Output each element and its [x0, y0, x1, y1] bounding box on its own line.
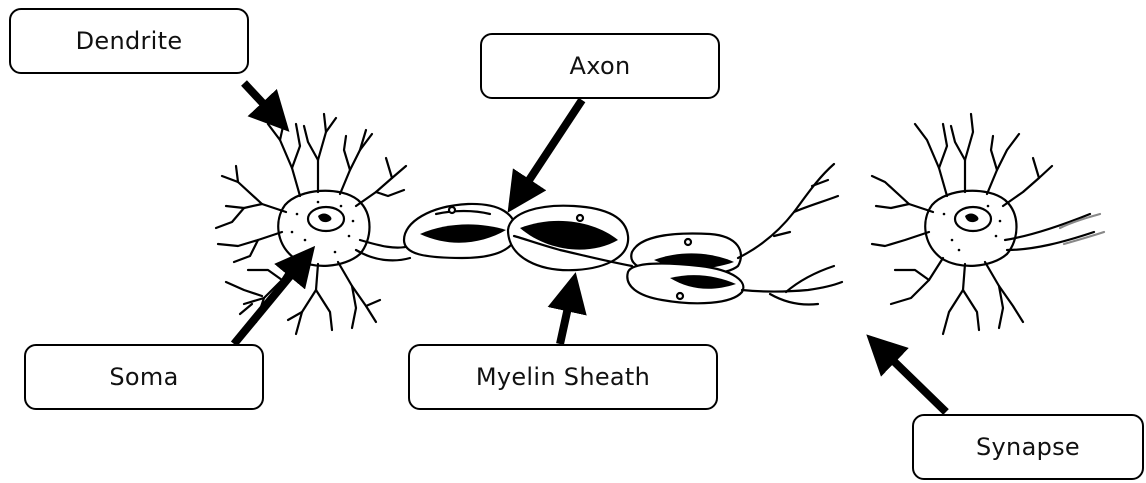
axon-terminal-upper — [738, 164, 834, 258]
arrow-soma — [234, 252, 310, 344]
label-axon: Axon — [480, 33, 720, 99]
axon — [356, 164, 842, 305]
arrow-axon — [512, 100, 582, 206]
dendrites-left — [216, 166, 286, 262]
label-dendrite: Dendrite — [9, 8, 249, 74]
label-soma: Soma — [24, 344, 264, 410]
label-synapse: Synapse — [912, 414, 1144, 480]
arrow-dendrite — [244, 83, 284, 126]
arrow-synapse — [872, 340, 946, 412]
neuron-right — [872, 114, 1104, 334]
arrow-myelin-sheath — [560, 280, 574, 344]
neuron-left — [216, 114, 406, 334]
label-myelin-sheath: Myelin Sheath — [408, 344, 718, 410]
